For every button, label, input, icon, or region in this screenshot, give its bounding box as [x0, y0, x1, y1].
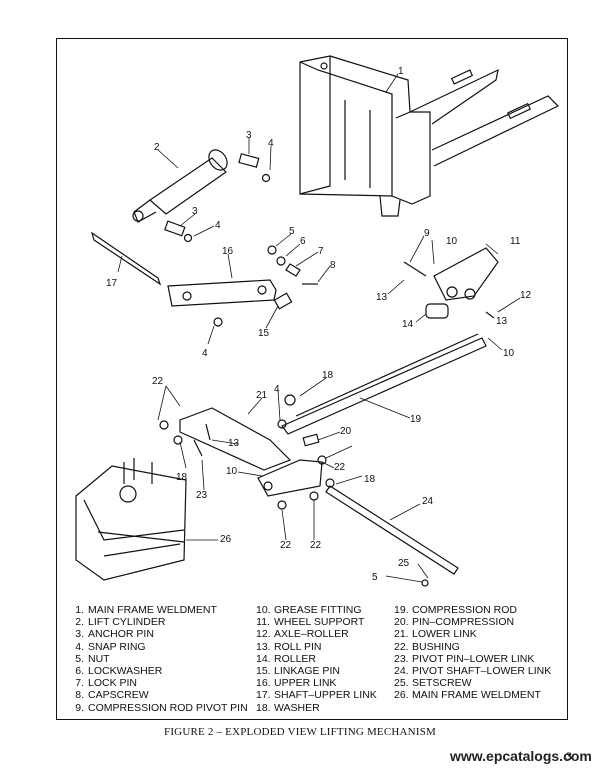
legend-item: 25.SETSCREW: [394, 677, 472, 690]
legend-column-2: 10.GREASE FITTING 11.WHEEL SUPPORT 12.AX…: [256, 604, 377, 714]
callout-label: 24: [422, 496, 434, 507]
callout-label: 8: [330, 260, 336, 271]
legend-item: 26.MAIN FRAME WELDMENT: [394, 689, 541, 702]
anchor-pin-upper-part: [238, 153, 260, 168]
callout-label: 13: [376, 292, 388, 303]
callout-label: 4: [215, 220, 221, 231]
callout-label: 3: [192, 206, 198, 217]
wheel-support-part: [433, 247, 499, 301]
callout-label: 11: [510, 236, 521, 247]
callout-label: 22: [152, 376, 164, 387]
compression-rod-part: [281, 337, 487, 435]
anchor-pin-lower-part: [164, 220, 186, 237]
callout-label: 18: [364, 474, 376, 485]
legend-item: 6.LOCKWASHER: [75, 665, 163, 678]
callout-label: 4: [274, 384, 280, 395]
legend-item: 12.AXLE–ROLLER: [256, 628, 349, 641]
callout-label: 9: [424, 228, 430, 239]
callout-label: 2: [154, 142, 160, 153]
callout-label: 10: [503, 348, 515, 359]
upper-link-part: [167, 279, 277, 307]
legend-item: 2.LIFT CYLINDER: [75, 616, 166, 629]
lower-link-part: [179, 407, 323, 497]
figure-frame: [56, 38, 568, 720]
shaft-upper-link-part: [90, 231, 162, 286]
callout-label: 23: [196, 490, 208, 501]
callout-label: 22: [310, 540, 322, 551]
callout-label: 25: [398, 558, 410, 569]
callout-label: 22: [334, 462, 346, 473]
callout-label: 7: [318, 246, 324, 257]
roller-part: [425, 303, 449, 319]
legend-item: 22.BUSHING: [394, 640, 460, 653]
callout-label: 13: [496, 316, 508, 327]
callout-label: 14: [402, 319, 414, 330]
callout-label: 20: [340, 426, 352, 437]
legend-item: 3.ANCHOR PIN: [75, 628, 154, 641]
page-number: 3: [566, 749, 572, 763]
main-frame-weldment-lower-part: [75, 458, 187, 581]
callout-label: 3: [246, 130, 252, 141]
legend-item: 24.PIVOT SHAFT–LOWER LINK: [394, 665, 552, 678]
lift-cylinder-part: [132, 149, 228, 223]
callout-label: 10: [446, 236, 458, 247]
legend-item: 13.ROLL PIN: [256, 640, 322, 653]
main-frame-weldment-part: [299, 55, 560, 217]
callout-label: 6: [300, 236, 306, 247]
legend-item: 15.LINKAGE PIN: [256, 665, 340, 678]
legend-item: 10.GREASE FITTING: [256, 604, 362, 616]
callout-label: 18: [176, 472, 188, 483]
legend-column-1: 1.MAIN FRAME WELDMENT 2.LIFT CYLINDER 3.…: [70, 604, 248, 714]
legend-item: 21.LOWER LINK: [394, 628, 477, 641]
legend-item: 19.COMPRESSION ROD: [394, 604, 518, 616]
legend-item: 8.CAPSCREW: [75, 689, 149, 702]
site-watermark: www.epcatalogs.com: [450, 748, 592, 764]
legend-item: 7.LOCK PIN: [75, 677, 138, 690]
legend-item: 9.COMPRESSION ROD PIVOT PIN: [75, 701, 248, 714]
callout-label: 21: [256, 390, 268, 401]
legend-item: 16.UPPER LINK: [256, 677, 337, 690]
legend-item: 17.SHAFT–UPPER LINK: [256, 689, 377, 702]
legend-item: 11.WHEEL SUPPORT: [256, 616, 365, 629]
callout-label: 26: [220, 534, 232, 545]
callout-label: 22: [280, 540, 292, 551]
callout-label: 16: [222, 246, 234, 257]
callout-label: 4: [268, 138, 274, 149]
legend-item: 4.SNAP RING: [75, 640, 146, 653]
pivot-shaft-lower-link-part: [325, 485, 459, 575]
legend-item: 14.ROLLER: [256, 652, 317, 665]
callout-label: 18: [322, 370, 334, 381]
callout-label: 17: [106, 278, 118, 289]
legend-item: 23.PIVOT PIN–LOWER LINK: [394, 652, 535, 665]
callout-label: 19: [410, 414, 422, 425]
callout-label: 5: [289, 226, 295, 237]
legend-column-3: 19.COMPRESSION ROD 20.PIN–COMPRESSION 21…: [394, 604, 551, 702]
callout-label: 4: [202, 348, 208, 359]
figure-caption: FIGURE 2 – EXPLODED VIEW LIFTING MECHANI…: [164, 726, 436, 738]
legend-item: 20.PIN–COMPRESSION: [394, 616, 515, 629]
legend-item: 18.WASHER: [256, 701, 320, 714]
callout-label: 13: [228, 438, 240, 449]
callout-label: 15: [258, 328, 270, 339]
legend-item: 5.NUT: [75, 652, 110, 665]
callout-label: 10: [226, 466, 238, 477]
callout-label: 5: [372, 572, 378, 583]
legend-item: 1.MAIN FRAME WELDMENT: [75, 604, 217, 616]
callout-label: 12: [520, 290, 532, 301]
callout-label: 1: [398, 66, 404, 77]
